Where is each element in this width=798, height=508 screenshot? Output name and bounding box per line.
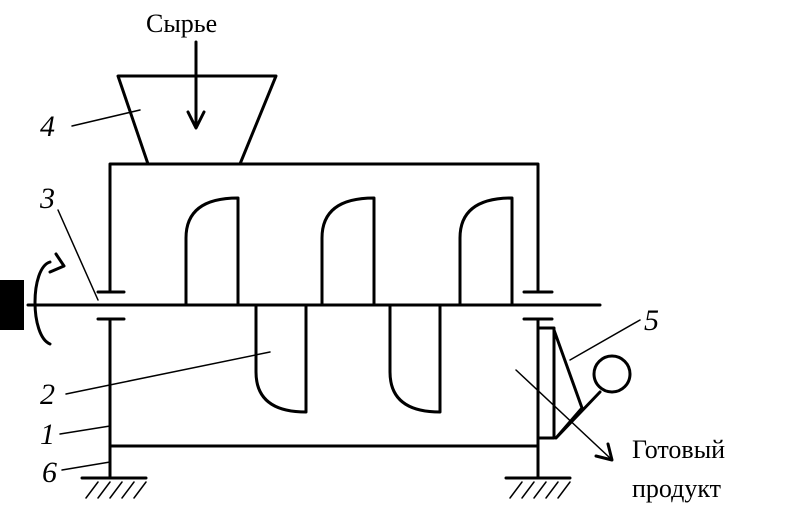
output-label-line1: Готовый	[632, 435, 725, 464]
output-arrow-head-icon	[594, 442, 614, 462]
valve-knob	[592, 354, 632, 394]
drive-block	[0, 280, 24, 330]
callout-6: 6	[42, 456, 57, 489]
callout-3: 3	[39, 182, 55, 215]
output-label-line2: продукт	[632, 474, 721, 503]
discharge-gate	[536, 326, 556, 440]
blade-lower-2	[388, 303, 442, 414]
output-arrow-icon	[515, 369, 611, 459]
valve-lever	[552, 328, 602, 440]
foot-left	[80, 476, 148, 499]
callout-1: 1	[40, 418, 55, 451]
rotation-arrow-head-icon	[48, 252, 66, 274]
input-arrow-icon	[186, 40, 206, 130]
blade-upper-2	[320, 196, 376, 307]
blade-upper-3	[458, 196, 514, 307]
body-top	[108, 162, 540, 292]
bearing-left	[96, 290, 126, 321]
callout-4: 4	[40, 110, 55, 143]
foot-right	[504, 476, 572, 499]
leader-3	[57, 209, 99, 301]
input-label: Сырье	[146, 9, 217, 38]
leader-2	[65, 351, 271, 395]
leader-1	[59, 425, 111, 435]
blade-lower-1	[254, 303, 308, 414]
leader-5	[569, 319, 641, 361]
leader-4	[71, 109, 141, 127]
blade-upper-1	[184, 196, 240, 307]
rotation-arrow-icon	[33, 260, 52, 346]
callout-2: 2	[40, 378, 55, 411]
leader-6	[61, 461, 111, 471]
callout-5: 5	[644, 304, 659, 337]
bearing-right	[522, 290, 554, 321]
